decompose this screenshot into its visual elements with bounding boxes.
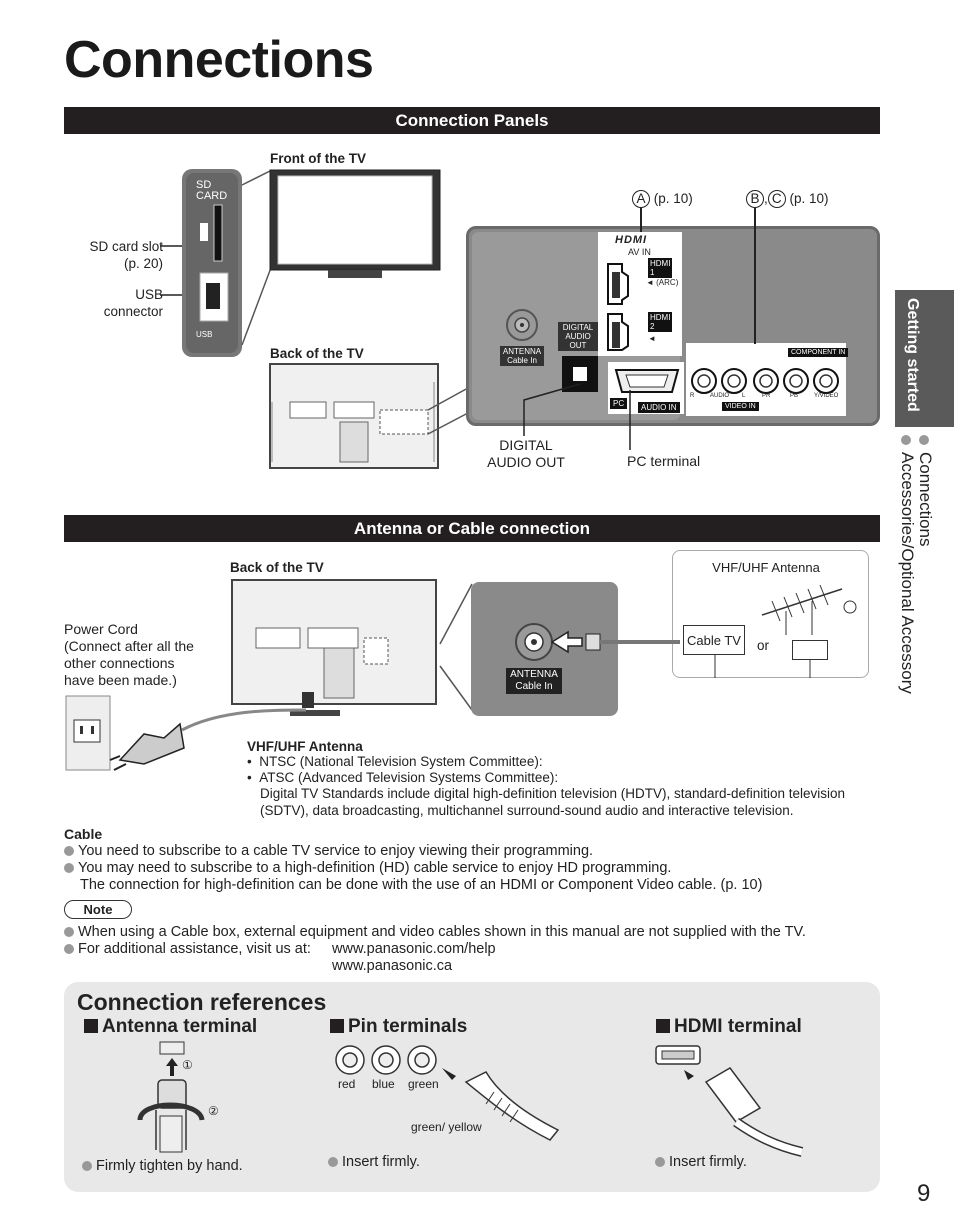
cable-heading: Cable [64, 826, 103, 842]
zoom-lines-2 [439, 583, 473, 711]
back-tv-illustration [269, 363, 439, 469]
sidebar-tab-getting-started[interactable]: Getting started [895, 290, 954, 427]
antenna-wire-lines [620, 640, 811, 678]
callout-lines [523, 383, 631, 450]
antenna-terminal-title: Antenna terminal [84, 1016, 257, 1038]
cable-tv-box: Cable TV [683, 625, 745, 655]
video-in-label: VIDEO IN [722, 402, 759, 411]
section-header-antenna-cable: Antenna or Cable connection [64, 515, 880, 542]
vhf-item-atsc: • ATSC (Advanced Television Systems Comm… [247, 770, 559, 785]
audio-in-panel-label: AUDIO IN [638, 402, 680, 413]
optical-port-icon [562, 356, 598, 392]
rca-jacks-row [691, 368, 839, 394]
note-label: Note [64, 900, 132, 919]
hdmi-terminal-title: HDMI terminal [656, 1016, 802, 1038]
note-item: When using a Cable box, external equipme… [64, 924, 806, 941]
antenna-icon [761, 584, 857, 635]
sidebar-item-accessories[interactable]: Accessories/Optional Accessory [898, 452, 917, 694]
front-of-tv-label: Front of the TV [270, 151, 366, 166]
page-number: 9 [917, 1180, 931, 1207]
pc-panel-label: PC [610, 398, 628, 409]
av-in-label: AV IN [628, 247, 651, 257]
hdmi2-label: HDMI 2 [648, 312, 673, 332]
step-1-marker: ① [182, 1058, 193, 1072]
antenna-adapter-box [792, 640, 828, 660]
power-cord-note: Power Cord (Connect after all the other … [64, 621, 194, 688]
antenna-jack-icon [506, 309, 538, 341]
sidebar-bullet-icon [919, 435, 929, 445]
vhf-heading: VHF/UHF Antenna [247, 739, 363, 754]
ref-pointer-lines [640, 208, 756, 344]
hdmi-caption: Insert firmly. [655, 1154, 747, 1171]
cable-item-cont: The connection for high-definition can b… [80, 877, 763, 893]
back-of-tv-label-2: Back of the TV [230, 560, 324, 575]
ref-bc-marker: B,C (p. 10) [746, 190, 829, 208]
sd-card-text: SD CARD [196, 179, 228, 202]
pin-caption: Insert firmly. [328, 1154, 420, 1171]
pin-terminals-title: Pin terminals [330, 1016, 467, 1038]
note-item: For additional assistance, visit us at: [64, 941, 311, 958]
antenna-cable-icon [515, 623, 672, 661]
ref-a-marker: A (p. 10) [632, 190, 693, 208]
vhf-uhf-box-label: VHF/UHF Antenna [712, 560, 820, 575]
back-tv-illustration-2 [231, 579, 437, 716]
vhf-item-ntsc: • NTSC (National Television System Commi… [247, 754, 543, 769]
note-url-ca[interactable]: www.panasonic.ca [332, 958, 453, 974]
pc-vga-port-icon [614, 369, 680, 393]
digital-audio-out-panel-label: DIGITAL AUDIO OUT [558, 322, 598, 351]
hdmi2-arrow: ◄ [648, 334, 656, 343]
antenna-tighten-illustration [137, 1041, 205, 1153]
power-plug-illustration [65, 695, 307, 771]
references-heading: Connection references [77, 989, 327, 1015]
hdmi1-label: HDMI 1 [648, 258, 673, 278]
sidebar-nav: Getting started Connections Accessories/… [895, 290, 954, 750]
cable-item: You may need to subscribe to a high-defi… [64, 860, 671, 877]
pin-terminals-illustration [335, 1045, 560, 1141]
back-of-tv-label: Back of the TV [270, 346, 364, 361]
usb-connector-label: USB connector [103, 287, 163, 319]
note-url-help[interactable]: www.panasonic.com/help [332, 941, 496, 957]
arc-label: ◄ (ARC) [646, 278, 679, 287]
usb-small-label: USB [196, 330, 213, 339]
hdmi-insert-illustration [655, 1045, 804, 1157]
atsc-description: Digital TV Standards include digital hig… [260, 786, 846, 818]
antenna-zoom-label: ANTENNA Cable In [506, 668, 562, 694]
sd-card-slot-label: SD card slot (p. 20) [89, 239, 163, 271]
vhf-uhf-box [672, 550, 869, 678]
page-title: Connections [64, 31, 374, 89]
sidebar-item-connections[interactable]: Connections [916, 452, 935, 547]
antenna-caption: Firmly tighten by hand. [82, 1158, 243, 1175]
plug-color-label: green/ yellow [411, 1120, 482, 1134]
sidebar-tab-label: Getting started [904, 298, 921, 412]
front-tv-illustration [269, 169, 441, 278]
antenna-panel-label: ANTENNA Cable In [500, 346, 544, 366]
step-2-marker: ② [208, 1104, 219, 1118]
sd-usb-side-panel [160, 169, 273, 357]
hdmi-logo: HDMI [615, 234, 648, 246]
digital-audio-out-label: DIGITAL AUDIO OUT [487, 437, 565, 470]
pc-terminal-label: PC terminal [627, 453, 701, 469]
section-header-connection-panels: Connection Panels [64, 107, 880, 134]
sidebar-bullet-icon [901, 435, 911, 445]
hdmi-port-icon [607, 263, 629, 351]
zoom-lines [427, 387, 469, 435]
component-in-label: COMPONENT IN [788, 348, 849, 357]
cable-item: You need to subscribe to a cable TV serv… [64, 843, 593, 860]
or-label: or [757, 638, 770, 653]
